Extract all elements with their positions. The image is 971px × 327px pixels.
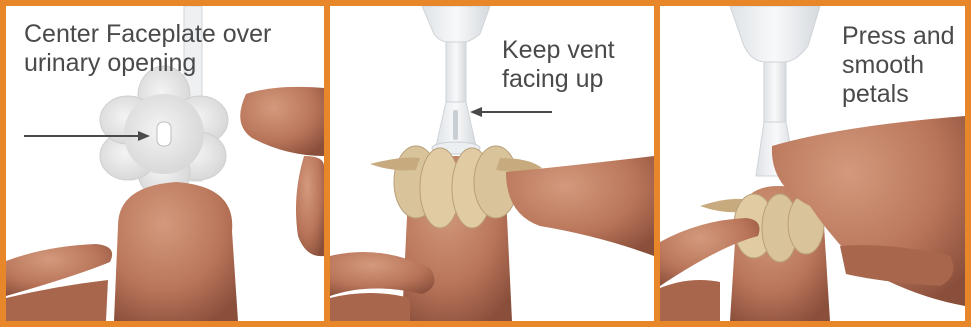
faceplate	[100, 66, 228, 198]
step-2-caption: Keep vent facing up	[502, 36, 615, 94]
caption-line: facing up	[502, 65, 615, 94]
caption-line: smooth	[842, 51, 955, 80]
catheter-neck	[764, 62, 786, 122]
caption-line: Press and	[842, 22, 955, 51]
penis	[114, 182, 238, 321]
step-panel-1: Center Faceplate over urinary opening	[6, 6, 324, 321]
hand-left	[660, 280, 720, 321]
connector-top	[422, 6, 490, 42]
step-3-caption: Press and smooth petals	[842, 22, 955, 109]
connector-top	[730, 6, 820, 62]
catheter-neck	[446, 42, 466, 102]
pointer-arrow-icon	[470, 107, 552, 117]
caption-line: petals	[842, 80, 955, 109]
step-panel-3: Press and smooth petals	[660, 6, 965, 321]
hand-right	[296, 156, 324, 256]
hand-right	[506, 156, 654, 256]
step-1-caption: Center Faceplate over urinary opening	[24, 20, 271, 78]
hand-left	[330, 293, 410, 321]
caption-line: Keep vent	[502, 36, 615, 65]
caption-line: urinary opening	[24, 49, 271, 78]
step-panel-2: Keep vent facing up	[330, 6, 654, 321]
vent	[453, 110, 458, 140]
finger-top-right	[240, 87, 324, 156]
caption-line: Center Faceplate over	[24, 20, 271, 49]
